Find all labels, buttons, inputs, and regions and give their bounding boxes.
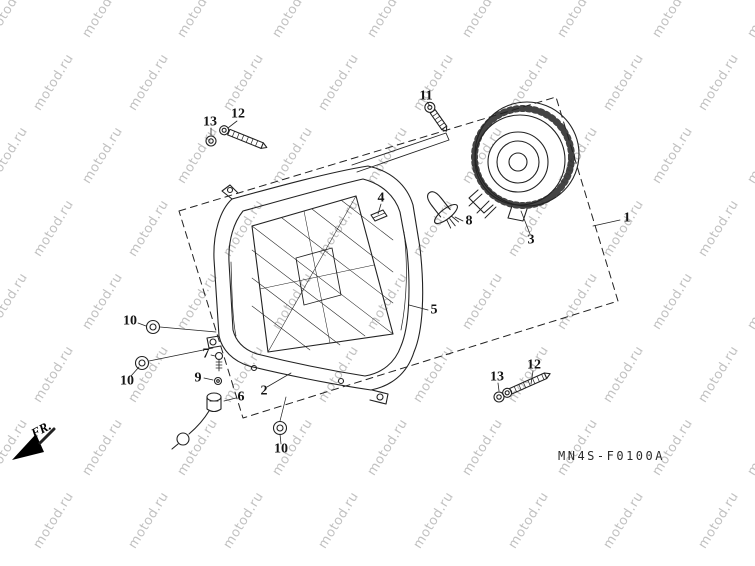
nut-10-left-lower-drawing bbox=[134, 355, 150, 371]
washer-13-top-drawing bbox=[205, 135, 217, 147]
nut-10-left-upper-drawing bbox=[145, 319, 161, 335]
socket-6-drawing bbox=[171, 392, 222, 450]
callout-11: 11 bbox=[419, 89, 432, 104]
diagram-code: MN4S-F0100A bbox=[558, 449, 665, 463]
callout-5: 5 bbox=[431, 303, 438, 318]
headlight-rim-drawing bbox=[468, 101, 580, 222]
nut-10-bottom-drawing bbox=[272, 420, 288, 436]
callout-12: 12 bbox=[231, 107, 245, 122]
washer-13-bottom-drawing bbox=[493, 391, 505, 403]
fr-label: FR. bbox=[27, 418, 53, 441]
screw-11-drawing bbox=[424, 101, 448, 132]
dashed-boundary bbox=[178, 96, 619, 419]
bolt-12-bottom-drawing bbox=[502, 372, 551, 398]
callout-8: 8 bbox=[466, 214, 473, 229]
callout-10: 10 bbox=[123, 314, 137, 329]
callout-13: 13 bbox=[490, 370, 504, 385]
callout-4: 4 bbox=[378, 191, 385, 206]
callout-10: 10 bbox=[120, 374, 134, 389]
callout-6: 6 bbox=[238, 390, 245, 405]
callout-2: 2 bbox=[261, 384, 268, 399]
callout-layer: 13 12 11 4 8 3 1 5 10 79 10 6 2 10 13 12 bbox=[120, 89, 631, 457]
callout-1: 1 bbox=[624, 211, 631, 226]
assembly-lines bbox=[148, 326, 287, 422]
callout-10: 10 bbox=[274, 442, 288, 457]
leader-lines bbox=[130, 101, 621, 445]
screw-7-drawing bbox=[214, 351, 224, 372]
grommet-9-drawing bbox=[213, 376, 223, 386]
callout-7: 7 bbox=[203, 347, 210, 362]
callout-3: 3 bbox=[528, 233, 535, 248]
bolt-12-top-drawing bbox=[219, 125, 268, 149]
fr-direction-arrow-icon bbox=[12, 427, 56, 460]
callout-12: 12 bbox=[527, 358, 541, 373]
callout-13: 13 bbox=[203, 115, 217, 130]
callout-9: 9 bbox=[195, 371, 202, 386]
h4-bulb-drawing bbox=[426, 191, 460, 229]
headlight-lens-drawing bbox=[206, 132, 450, 405]
